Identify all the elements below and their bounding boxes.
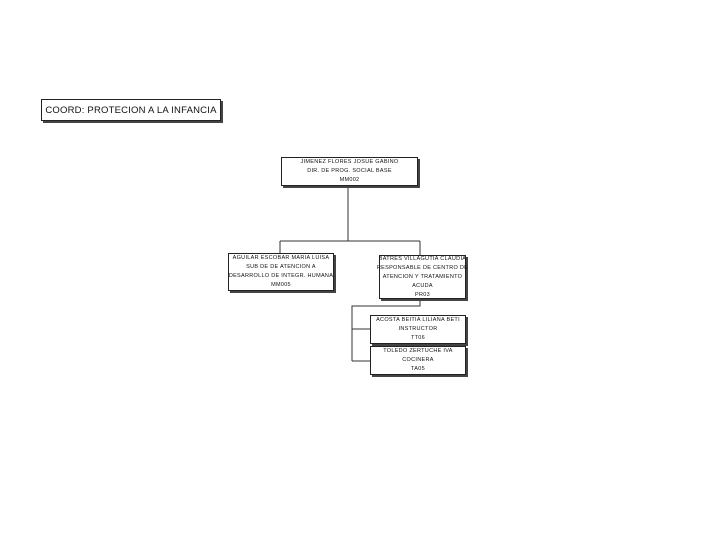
node-right-role: RESPONSABLE DE CENTRO DE	[376, 264, 469, 271]
node-left-name: AGUILAR ESCOBAR MARIA LUISA	[232, 255, 330, 261]
node-right-role2: ATENCION Y TRATAMIENTO	[382, 273, 463, 280]
org-node-child2: TOLEDO ZERTUCHE IVA COCINERA TA05	[370, 346, 466, 375]
node-child1-role: INSTRUCTOR	[398, 326, 438, 332]
node-child2-role: COCINERA	[402, 357, 434, 363]
node-right-role3: ACUDA	[412, 282, 433, 289]
node-left-role: SUB DE DE ATENCION A	[246, 264, 316, 270]
node-left-code: MM005	[271, 282, 291, 288]
node-left-role2: DESARROLLO DE INTEGR. HUMANA	[228, 273, 334, 279]
node-root-code: MM002	[339, 177, 360, 183]
node-child2-code: TA05	[411, 366, 425, 372]
org-node-root: JIMENEZ FLORES JOSUE GABINO DIR. DE PROG…	[281, 157, 418, 186]
org-node-right: BATRES VILLAGUTIA CLAUDIA RESPONSABLE DE…	[376, 255, 469, 299]
org-node-child1: ACOSTA BEITIA LILIANA BETI INSTRUCTOR TT…	[370, 315, 466, 344]
page-title: COORD: PROTECION A LA INFANCIA	[41, 99, 221, 121]
node-root-role: DIR. DE PROG. SOCIAL BASE	[307, 168, 392, 174]
node-right-code: PR03	[415, 291, 430, 298]
node-child1-code: TT06	[410, 335, 426, 341]
node-child2-name: TOLEDO ZERTUCHE IVA	[383, 348, 453, 354]
connector-right-down	[351, 297, 421, 361]
org-node-left: AGUILAR ESCOBAR MARIA LUISA SUB DE DE AT…	[228, 253, 334, 291]
node-right-name: BATRES VILLAGUTIA CLAUDIA	[378, 255, 467, 262]
node-child1-name: ACOSTA BEITIA LILIANA BETI	[376, 317, 460, 323]
node-root-name: JIMENEZ FLORES JOSUE GABINO	[300, 159, 399, 165]
